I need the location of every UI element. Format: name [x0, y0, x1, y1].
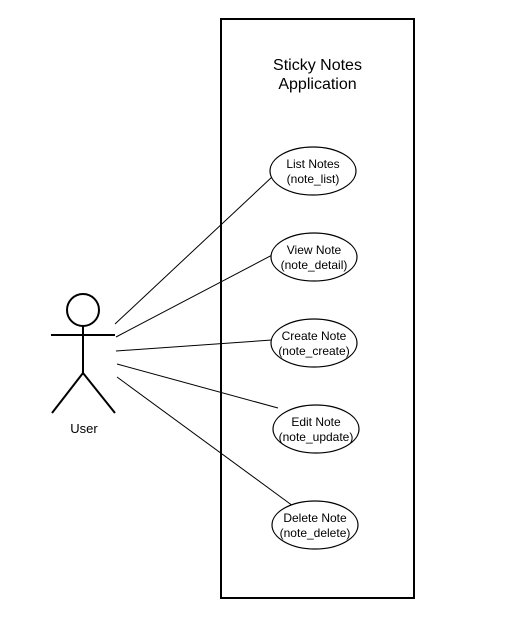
use-case-edit-note: Edit Note (note_update) — [272, 404, 360, 454]
system-title-line2: Application — [278, 76, 356, 93]
association-delete-note — [116, 376, 294, 507]
use-case-sublabel: (note_create) — [278, 344, 349, 358]
association-view-note — [115, 252, 277, 338]
use-case-sublabel: (note_delete) — [280, 526, 351, 540]
use-case-ellipse — [272, 404, 360, 454]
use-case-view-note: View Note (note_detail) — [270, 232, 358, 282]
use-case-sublabel: (note_update) — [279, 430, 354, 444]
actor-label: User — [70, 421, 98, 436]
use-case-ellipse — [269, 146, 357, 196]
use-case-ellipse — [270, 232, 358, 282]
use-case-sublabel: (note_list) — [287, 172, 340, 186]
association-edit-note — [116, 363, 279, 409]
association-list-notes — [114, 176, 273, 325]
association-create-note — [115, 339, 273, 352]
use-case-list-notes: List Notes (note_list) — [269, 146, 357, 196]
use-case-sublabel: (note_detail) — [281, 258, 348, 272]
actor-right-leg — [82, 372, 116, 414]
system-title-line1: Sticky Notes — [273, 57, 362, 74]
use-case-label: List Notes — [286, 157, 339, 171]
use-case-ellipse — [271, 500, 359, 550]
use-case-ellipse — [270, 318, 358, 368]
use-case-label: Edit Note — [291, 415, 341, 429]
system-boundary — [220, 18, 415, 599]
actor-head — [66, 293, 100, 327]
use-case-label: View Note — [287, 243, 342, 257]
actor-user — [51, 293, 116, 414]
use-case-label: Create Note — [282, 329, 347, 343]
use-case-delete-note: Delete Note (note_delete) — [271, 500, 359, 550]
use-case-create-note: Create Note (note_create) — [270, 318, 358, 368]
use-case-label: Delete Note — [283, 511, 347, 525]
actor-left-leg — [51, 372, 84, 414]
